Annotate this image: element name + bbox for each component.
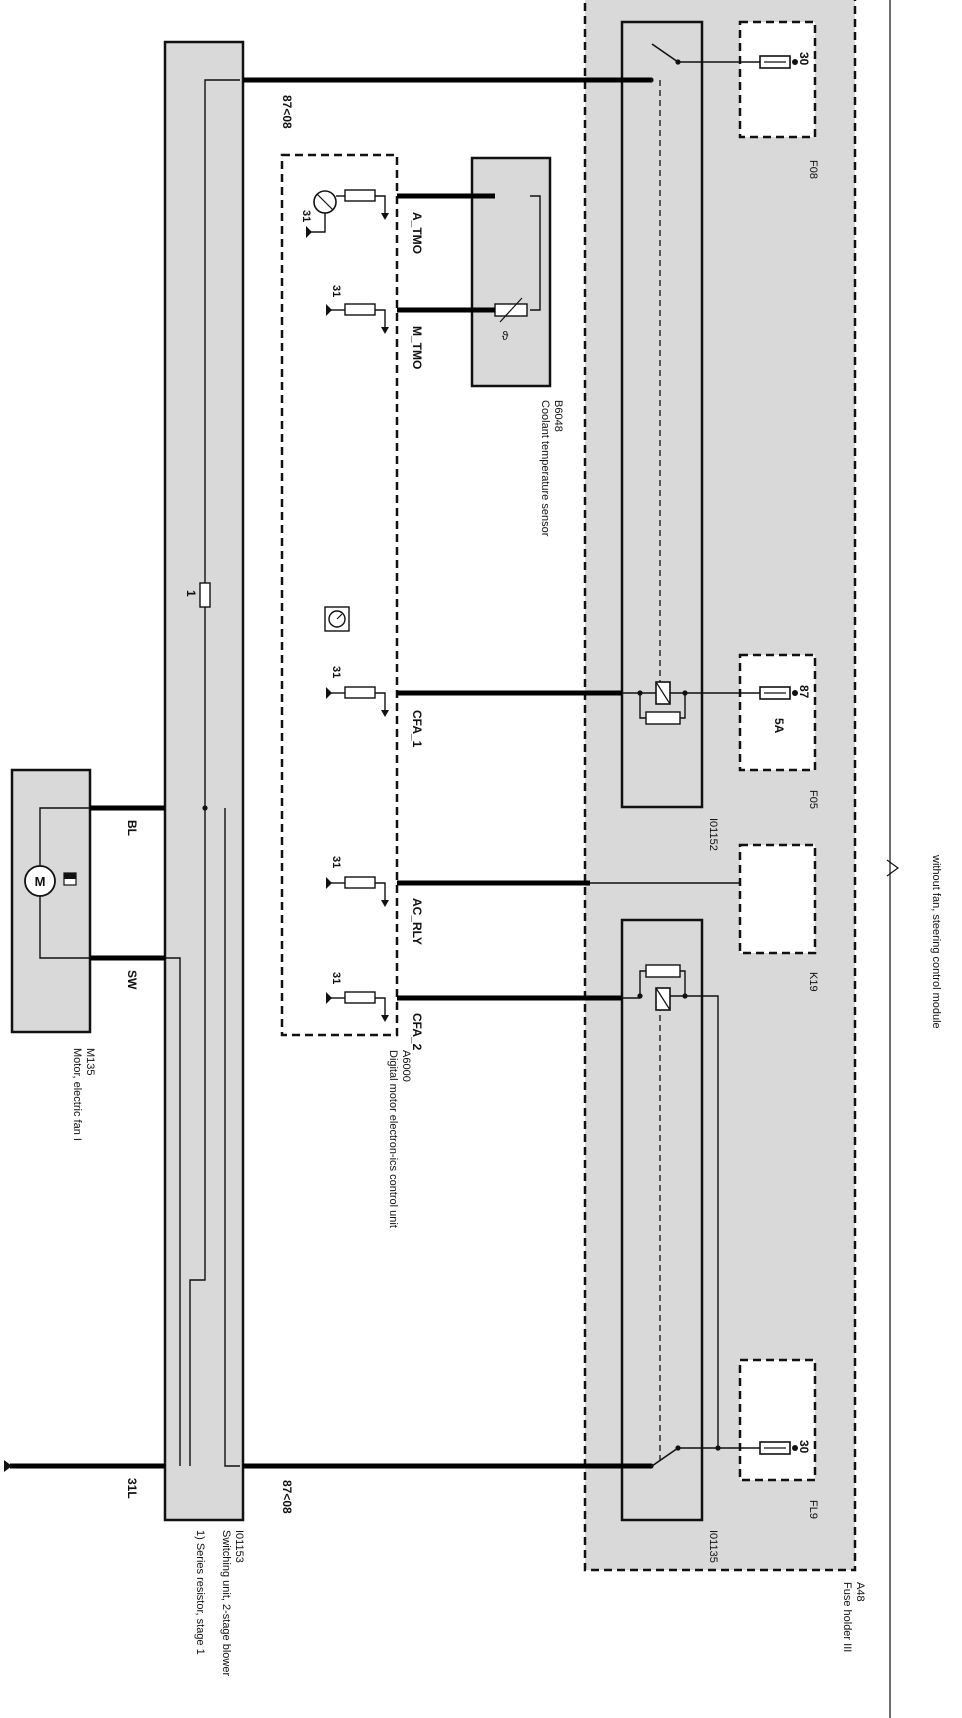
relay-i01152-id: I01152 — [707, 818, 719, 851]
motor-symbol-letter: M — [35, 874, 46, 889]
ground-arrow-sensor — [306, 226, 312, 238]
ecu-clock-icon-hand — [336, 613, 343, 620]
motor-m135-box — [10, 768, 92, 1034]
driver-cfa-2 — [326, 991, 389, 1022]
coolant-temp-sensor-b6048-box — [470, 156, 552, 388]
wire-sw-internal — [165, 957, 181, 1466]
ground-31-label: 31 — [330, 285, 342, 297]
switching-unit-i01153-id: I01153 — [233, 1530, 245, 1563]
wire-switching-unit-internal-1 — [189, 79, 240, 1466]
fuse-f05-id: F05 — [807, 790, 819, 809]
motor-m135-name: Motor, electric fan I — [71, 1048, 83, 1141]
relay-i01135-coil-mark — [655, 987, 671, 1011]
relay-i01135-diode — [645, 964, 681, 978]
ecu-clock-icon-face — [328, 610, 346, 628]
fuse-holder-a48-id: A48 — [854, 1582, 866, 1602]
pin-m-tmo-label: M_TMO — [410, 326, 424, 369]
pin-cfa-2-label: CFA_2 — [410, 1013, 424, 1051]
relay-i01135-id: I01135 — [707, 1530, 719, 1563]
driver-m-tmo — [326, 303, 389, 334]
pin-31l-label: 31L — [125, 1478, 139, 1499]
driver-a-tmo — [344, 189, 389, 220]
fuse-f05-terminal: 87 — [797, 685, 811, 699]
pin-a-tmo-label: A_TMO — [410, 212, 424, 254]
fuse-f05-symbol — [759, 686, 798, 700]
fuse-f08-box — [738, 20, 817, 139]
junction-dot — [682, 690, 688, 696]
fuse-f05-rating: 5A — [772, 718, 786, 734]
resistor-mark-label: 1 — [184, 590, 198, 597]
switching-unit-i01153-note: 1) Series resistor, stage 1 — [194, 1530, 206, 1655]
wire-sensor-ground — [310, 213, 326, 233]
relay-i01135-diode-wire — [639, 970, 646, 996]
pin-87-bottom-label: 87<08 — [280, 1480, 294, 1514]
ground-31-label: 31 — [330, 666, 342, 678]
motor-shield-mark-fill — [64, 873, 76, 879]
fuse-fl9-box — [738, 1358, 817, 1482]
switching-unit-i01153-box — [163, 40, 245, 1522]
ambient-temp-sensor-mark — [316, 193, 334, 211]
relay-k19-id: K19 — [807, 972, 819, 992]
fuse-fl9-symbol — [759, 1441, 798, 1455]
sensor-b6048-id: B6048 — [552, 400, 564, 432]
motor-m135-id: M135 — [84, 1048, 96, 1076]
dme-a6000-id: A6000 — [400, 1050, 412, 1082]
ground-31-label: 31 — [330, 856, 342, 868]
wire-motor-sw — [39, 896, 90, 959]
fuse-f08-terminal: 30 — [797, 52, 811, 66]
relay-i01152-box — [620, 20, 704, 809]
ground-terminal-31l — [4, 1460, 12, 1472]
junction-dot — [715, 1445, 721, 1451]
relay-k19-box — [738, 843, 817, 955]
fuse-holder-a48-name: Fuse holder III — [841, 1582, 853, 1652]
relay-i01135-diode-wire — [680, 970, 686, 996]
pin-ac-rly-label: AC_RLY — [410, 898, 424, 945]
junction-dot — [202, 805, 208, 811]
note-bracket-icon — [886, 859, 900, 877]
ground-31-label: 31 — [330, 972, 342, 984]
theta-symbol: ϑ — [502, 329, 509, 343]
wire-i01135-coil-to-fl9 — [670, 995, 719, 1448]
fuse-f08-symbol — [759, 55, 798, 69]
pin-bl-label: BL — [125, 820, 139, 836]
pin-87-top-label: 87<08 — [280, 95, 294, 129]
relay-i01152-coil-mark — [655, 681, 671, 705]
wire-motor-bl — [39, 807, 90, 866]
pin-sw-label: SW — [125, 970, 139, 990]
ground-31-label: 31 — [300, 210, 312, 222]
fuse-f08-id: F08 — [807, 160, 819, 179]
relay-i01135-contact — [651, 1447, 679, 1467]
relay-i01152-diode-wire — [680, 693, 686, 719]
fuse-f05-box — [738, 653, 817, 772]
ntc-resistor-arrow — [499, 297, 523, 323]
driver-ac-rly — [326, 876, 389, 907]
relay-i01152-diode — [645, 711, 681, 725]
switching-unit-i01153-name: Switching unit, 2-stage blower — [220, 1530, 232, 1676]
sensor-b6048-name: Coolant temperature sensor — [539, 400, 551, 537]
relay-i01152-contact — [651, 43, 679, 63]
motor-symbol — [24, 865, 56, 897]
dme-a6000-name: Digital motor electron-ics control unit — [387, 1050, 399, 1228]
fuse-fl9-terminal: 30 — [797, 1440, 811, 1454]
pin-cfa-1-label: CFA_1 — [410, 710, 424, 748]
driver-cfa-1 — [326, 686, 389, 717]
note-without-fan: without fan, steering control module — [930, 854, 942, 1029]
series-resistor-stage1 — [199, 582, 211, 608]
dme-a6000-box — [280, 153, 399, 1037]
relay-i01152-diode-wire — [639, 693, 646, 719]
fuse-fl9-id: FL9 — [807, 1500, 819, 1519]
wire-switching-unit-internal-2 — [224, 808, 240, 1467]
relay-i01135-box — [620, 918, 704, 1522]
wire-sensor-loop — [530, 195, 541, 311]
